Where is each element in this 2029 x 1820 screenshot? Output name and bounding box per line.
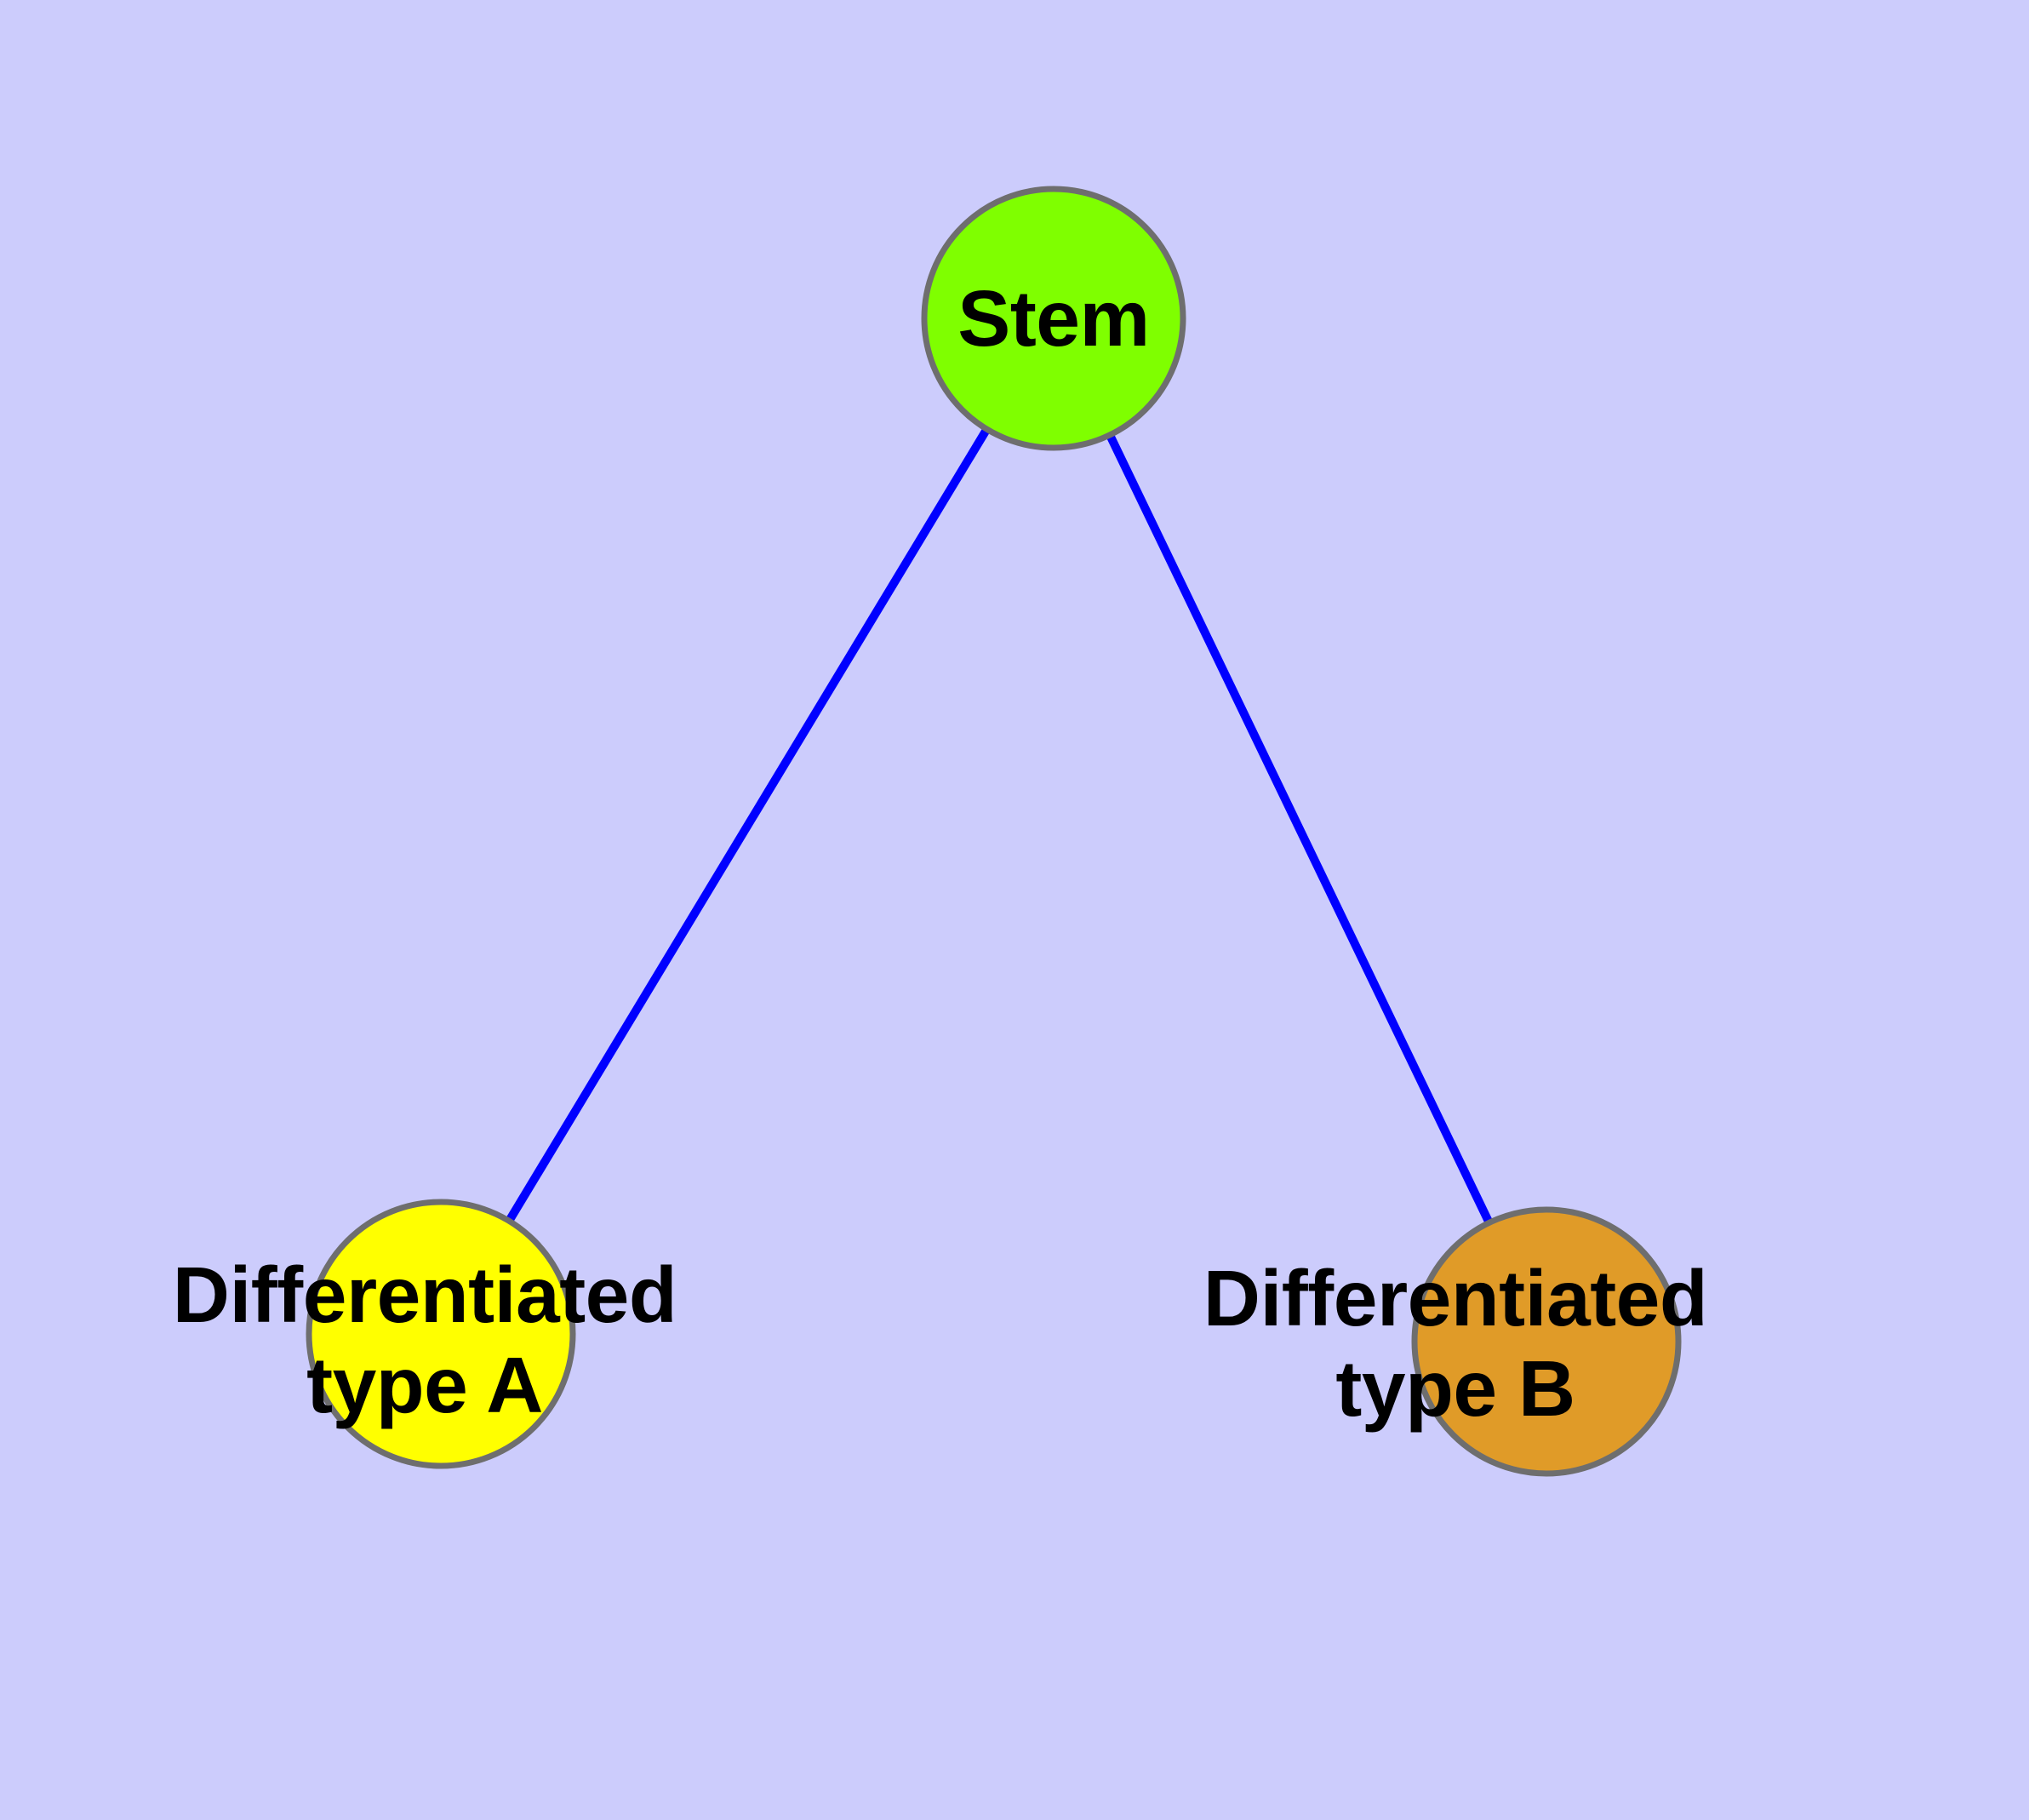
node-diff-b[interactable] — [1411, 1206, 1682, 1477]
nodes-layer — [306, 186, 1682, 1477]
node-stem[interactable] — [921, 186, 1186, 451]
edge-stem-to-diff-b[interactable] — [1049, 316, 1551, 1344]
node-diff-a[interactable] — [306, 1199, 576, 1469]
edge-stem-to-diff-a[interactable] — [437, 316, 1058, 1336]
edges-layer — [437, 316, 1551, 1344]
